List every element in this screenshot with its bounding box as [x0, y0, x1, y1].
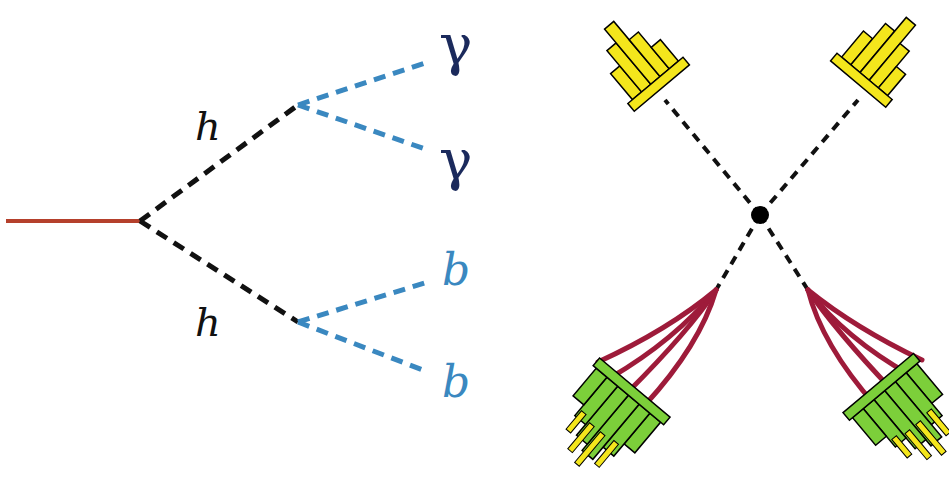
photon-tower [582, 2, 690, 111]
bquark-symbol: b [442, 360, 470, 404]
higgs-symbol: h [195, 106, 221, 146]
photon-tower [831, 0, 939, 107]
higgs-symbol: h [195, 302, 221, 342]
hadron-tower [538, 358, 670, 485]
parent-line [6, 219, 140, 223]
detector-tracks [665, 100, 858, 290]
photon-symbol: γ [439, 17, 472, 73]
hadron-tower [843, 353, 949, 485]
vertex-dot [751, 206, 769, 224]
photon-symbol: γ [439, 132, 472, 188]
daughter-lines [298, 62, 428, 372]
higgs-lines [140, 105, 298, 322]
bquark-symbol: b [442, 248, 470, 292]
